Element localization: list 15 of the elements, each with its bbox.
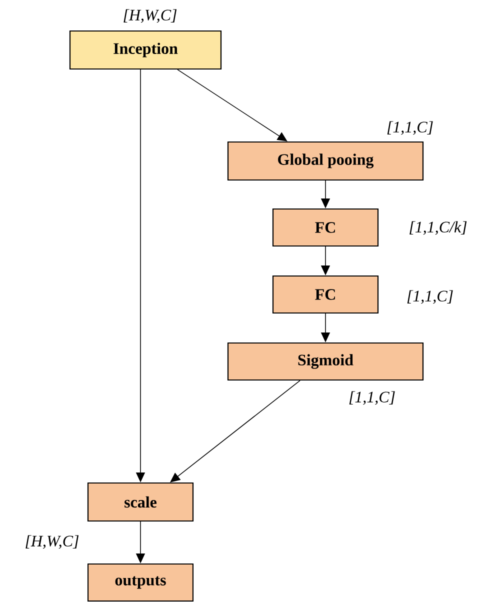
shape-label: [H,W,C]	[26, 535, 79, 549]
shape-label: [1,1,C/k]	[410, 221, 467, 235]
arrow	[177, 69, 288, 142]
process-box: scale	[87, 482, 194, 522]
shape-label: [1,1,C]	[407, 290, 453, 304]
arrow	[170, 380, 300, 482]
shape-label: [1,1,C]	[387, 121, 433, 135]
process-box: outputs	[87, 563, 194, 602]
shape-label: [H,W,C]	[124, 9, 177, 23]
shape-label: [1,1,C]	[349, 391, 395, 405]
process-box: FC	[272, 275, 379, 314]
process-box: Sigmoid	[227, 342, 424, 381]
process-box: Inception	[69, 30, 222, 70]
process-box: FC	[272, 208, 379, 247]
process-box: Global pooing	[227, 141, 424, 181]
